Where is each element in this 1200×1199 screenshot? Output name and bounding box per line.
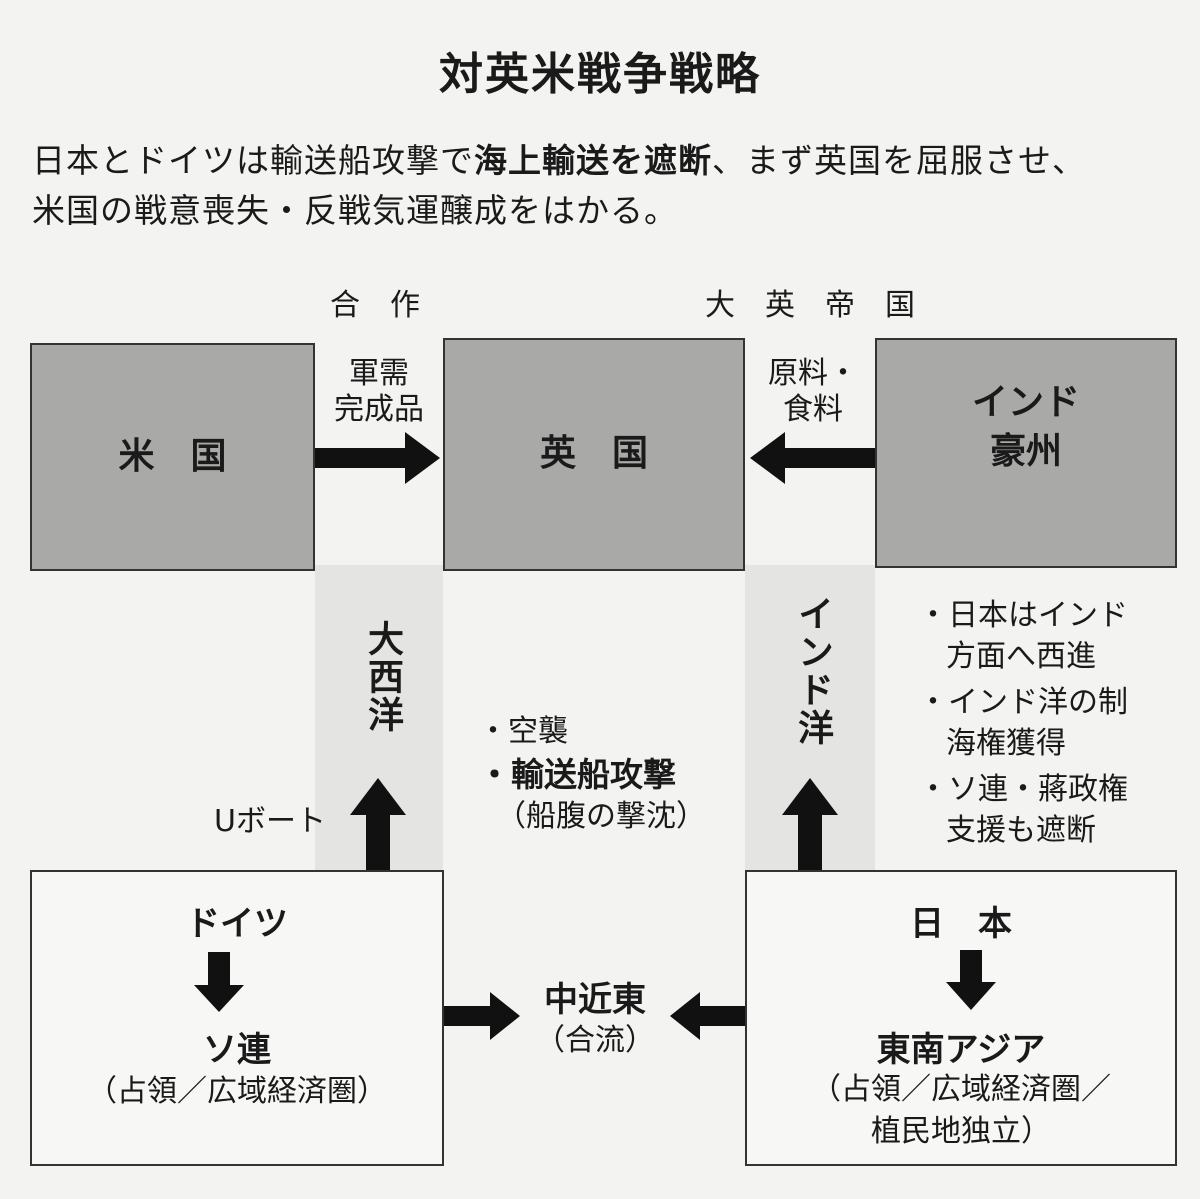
middle-east-label: 中近東 (544, 980, 646, 1020)
japan-note-2a: ・インド洋の制 (918, 685, 1128, 720)
box-uk-label: 英 国 (539, 433, 648, 475)
arrow-germany-to-middle-east (444, 992, 520, 1040)
germany-detail: （占領／広域経済圏） (87, 1074, 387, 1109)
intro-text-b: 、まず英国を屈服させ、 (712, 141, 1086, 180)
note-air-raid: ・空襲 (478, 714, 568, 749)
germany-label: ドイツ (186, 904, 288, 944)
japan-note-2b: 海権獲得 (946, 725, 1066, 761)
arrow-india-to-uk (750, 432, 875, 484)
box-germany: ドイツ ソ連 （占領／広域経済圏） (30, 870, 444, 1166)
intro-line-2: 米国の戦意喪失・反戦気運醸成をはかる。 (32, 191, 678, 230)
note-transport-attack: ・輸送船攻撃 (478, 754, 676, 794)
japan-note-3a: ・ソ連・蔣政権 (918, 772, 1128, 807)
box-australia-label: 豪州 (989, 431, 1062, 472)
intro-text-bold: 海上輸送を遮断 (474, 141, 712, 180)
arrow-germany-up (350, 778, 406, 870)
flow-munitions-line1: 軍需 (349, 356, 409, 391)
box-uk: 英 国 (443, 338, 745, 571)
flow-label-materials: 原料・ 食料 (748, 356, 878, 428)
box-japan: 日 本 東南アジア （占領／広域経済圏／ 植民地独立） (745, 870, 1177, 1166)
label-cooperation: 合 作 (330, 288, 420, 323)
soviet-label: ソ連 (203, 1030, 271, 1070)
label-uboat: Uボート (214, 804, 326, 839)
japan-detail-1: （占領／広域経済圏／ (811, 1072, 1111, 1107)
japan-note-1b: 方面へ西進 (946, 638, 1096, 674)
arrow-japan-to-middle-east (670, 992, 745, 1040)
japan-strategy-notes: ・日本はインド 方面へ西進 ・インド洋の制 海権獲得 ・ソ連・蔣政権 支援も遮断 (918, 596, 1128, 851)
box-india-australia: インド 豪州 (875, 338, 1177, 568)
box-usa-label: 米 国 (118, 435, 227, 477)
label-indian-ocean: インド洋 (792, 595, 833, 747)
label-atlantic: 大西洋 (362, 620, 403, 734)
middle-east-sub: （合流） (535, 1023, 655, 1058)
arrow-germany-down (194, 952, 244, 1012)
japan-note-3b: 支援も遮断 (946, 812, 1096, 848)
arrow-japan-up (782, 778, 838, 870)
box-india-label: インド (971, 382, 1080, 424)
flow-materials-line1: 原料・ (768, 356, 858, 391)
flow-materials-line2: 食料 (783, 392, 843, 427)
intro-text-a: 日本とドイツは輸送船攻撃で (32, 141, 474, 180)
label-british-empire: 大 英 帝 国 (705, 288, 915, 323)
note-sinking: （船腹の撃沈） (496, 799, 706, 835)
attack-notes: ・空襲 ・輸送船攻撃 （船腹の撃沈） (478, 712, 706, 838)
japan-detail-2: 植民地独立） (871, 1114, 1051, 1149)
page-title: 対英米戦争戦略 (439, 49, 761, 100)
japan-label: 日 本 (910, 904, 1012, 944)
box-usa: 米 国 (30, 343, 315, 571)
flow-label-munitions: 軍需 完成品 (318, 356, 440, 428)
arrow-usa-to-uk (315, 432, 440, 484)
japan-note-1a: ・日本はインド (918, 598, 1128, 633)
southeast-asia-label: 東南アジア (876, 1030, 1046, 1070)
flow-munitions-line2: 完成品 (334, 392, 424, 427)
arrow-japan-down (946, 950, 996, 1010)
intro-line-1: 日本とドイツは輸送船攻撃で海上輸送を遮断、まず英国を屈服させ、 (32, 134, 1086, 182)
middle-east: 中近東 （合流） (520, 972, 670, 1062)
